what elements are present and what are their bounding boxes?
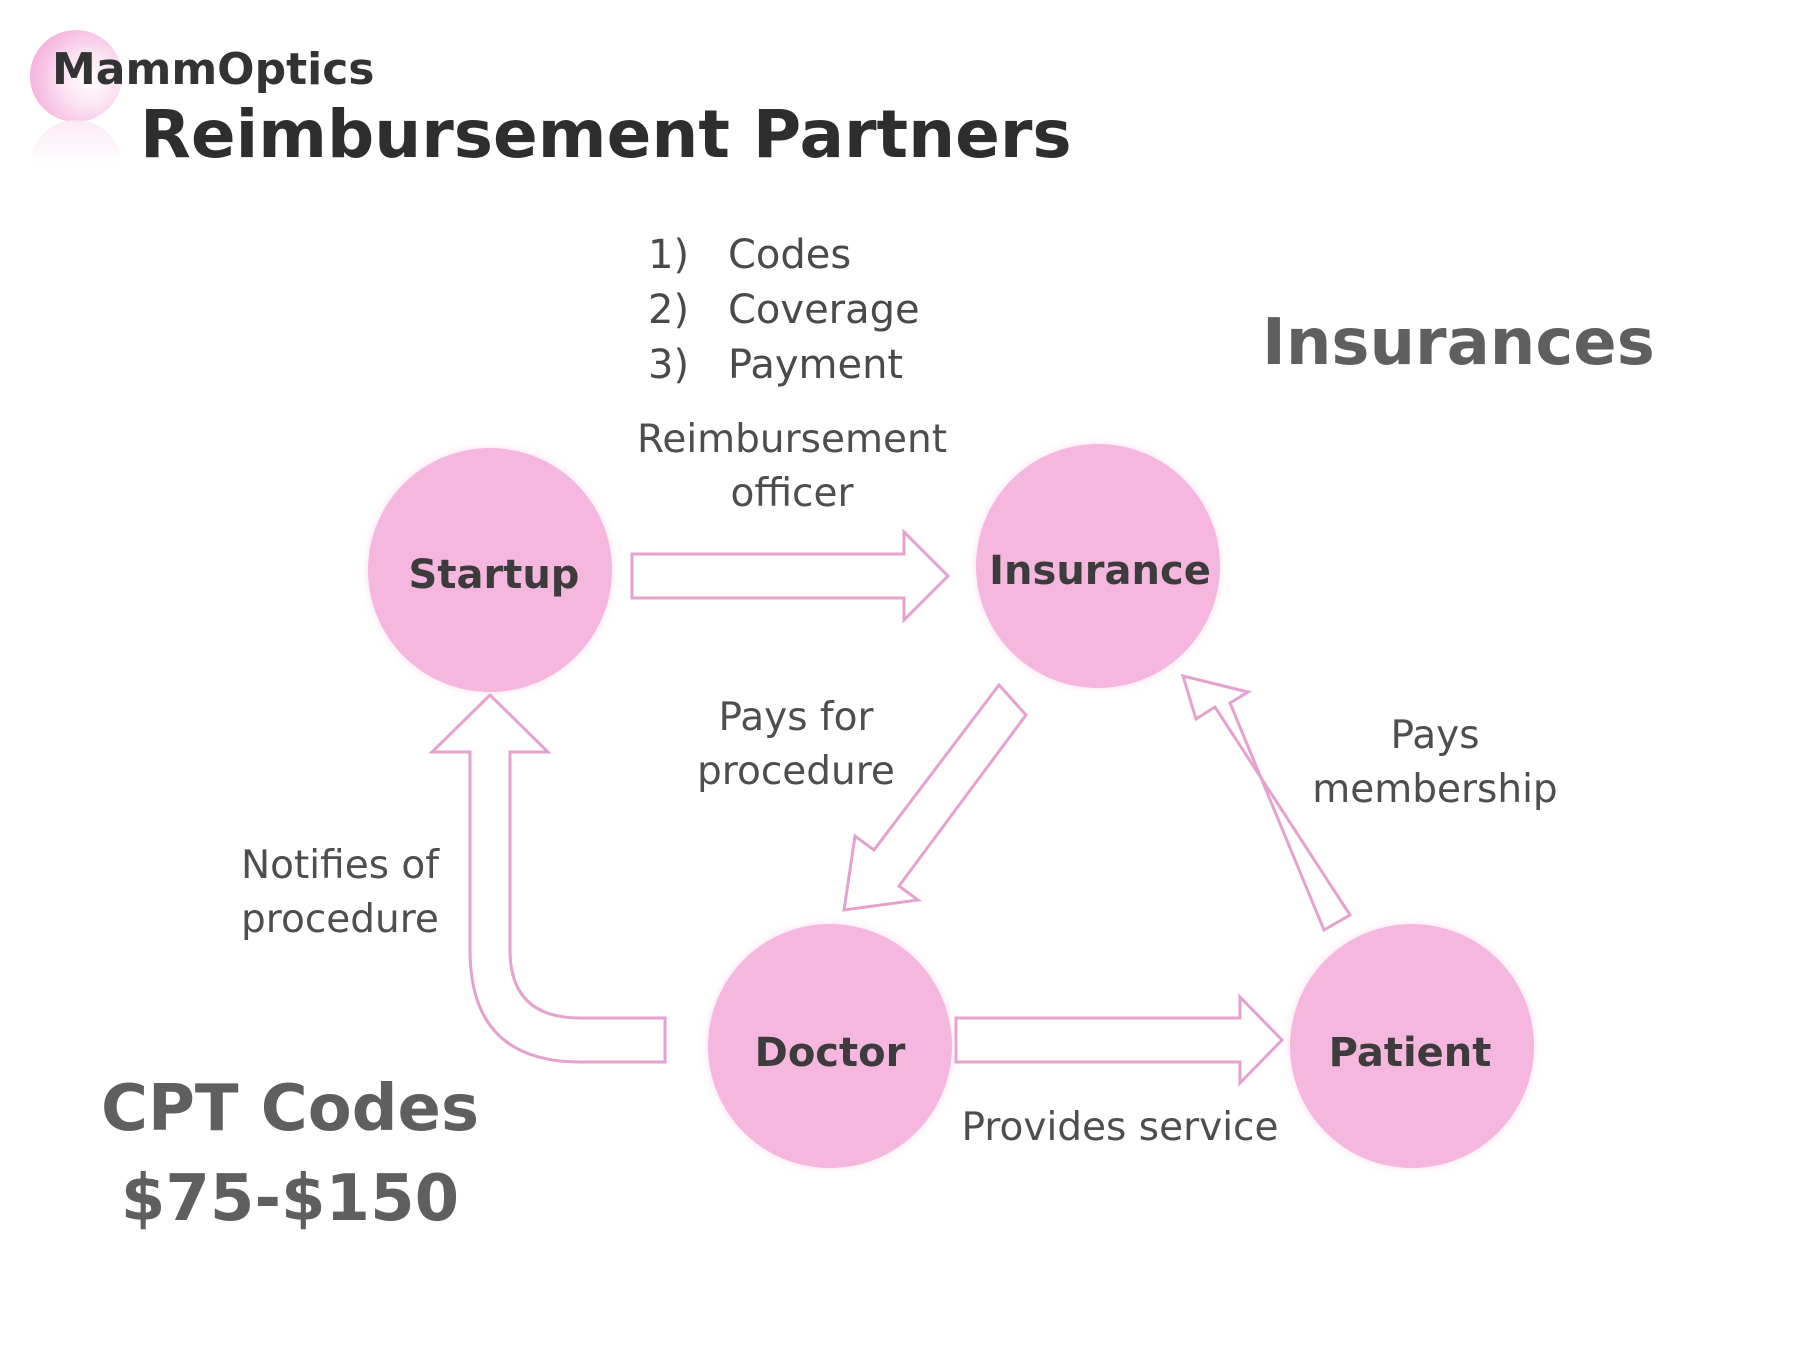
steps-list: 1) Codes 2) Coverage 3) Payment — [648, 228, 920, 393]
node-label-startup: Startup — [409, 552, 580, 598]
step-label: Codes — [728, 232, 852, 278]
step-label: Payment — [728, 342, 904, 388]
edge-label-insurance-doctor-1: Pays for — [718, 695, 874, 740]
arrow-doctor-to-patient — [954, 993, 1285, 1087]
edge-label-doctor-startup-2: procedure — [241, 897, 439, 942]
cpt-codes-heading: CPT Codes — [100, 1072, 480, 1146]
node-label-insurance: Insurance — [989, 548, 1211, 594]
edge-label-startup-insurance-1: Reimbursement — [637, 417, 947, 462]
edge-label-doctor-patient: Provides service — [962, 1105, 1279, 1150]
edge-label-patient-insurance-1: Pays — [1390, 713, 1479, 758]
step-number: 1) — [648, 232, 690, 278]
arrow-insurance-to-doctor — [842, 682, 1028, 912]
node-label-doctor: Doctor — [755, 1030, 906, 1076]
edge-label-patient-insurance-2: membership — [1312, 767, 1557, 812]
brand-name: MammOptics — [52, 44, 375, 95]
step-label: Coverage — [728, 287, 920, 333]
insurances-heading: Insurances — [1262, 306, 1655, 380]
step-item: 3) Payment — [648, 338, 920, 393]
edge-label-startup-insurance-2: officer — [730, 471, 854, 516]
node-label-patient: Patient — [1329, 1030, 1492, 1076]
arrow-startup-to-insurance — [630, 528, 951, 624]
node-doctor — [708, 924, 952, 1168]
step-number: 3) — [648, 342, 690, 388]
step-item: 1) Codes — [648, 228, 920, 283]
brand-logo-icon — [30, 30, 122, 122]
node-insurance — [976, 444, 1220, 688]
step-item: 2) Coverage — [648, 283, 920, 338]
node-patient — [1290, 924, 1534, 1168]
edge-label-doctor-startup-1: Notifies of — [241, 843, 440, 888]
slide-title: Reimbursement Partners — [140, 96, 1072, 173]
arrow-doctor-to-startup — [428, 692, 667, 1064]
node-startup — [368, 448, 612, 692]
step-number: 2) — [648, 287, 690, 333]
price-range: $75-$150 — [120, 1162, 460, 1236]
arrow-patient-to-insurance — [1180, 673, 1353, 933]
edge-label-insurance-doctor-2: procedure — [697, 749, 895, 794]
